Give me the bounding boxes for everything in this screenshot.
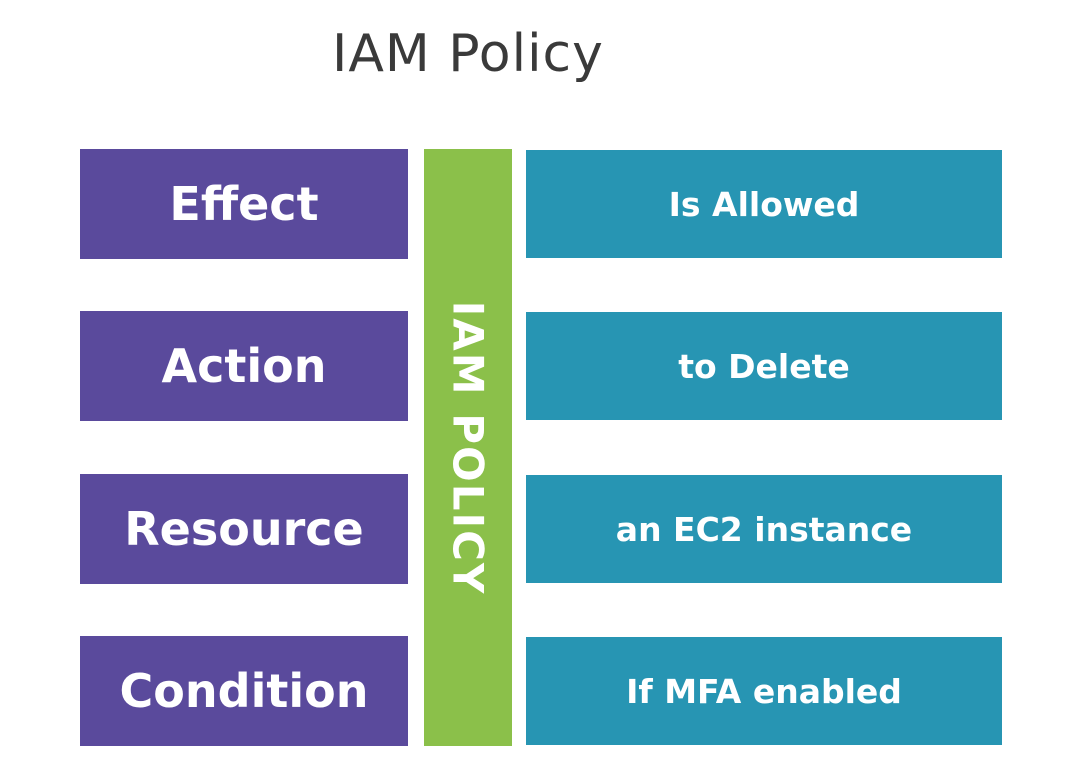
left-label-resource: Resource xyxy=(124,502,364,556)
right-value-effect: Is Allowed xyxy=(668,184,860,224)
right-value-condition: If MFA enabled xyxy=(626,671,902,711)
left-box-resource: Resource xyxy=(80,474,408,584)
right-box-effect-value: Is Allowed xyxy=(526,150,1002,258)
left-label-condition: Condition xyxy=(119,664,369,718)
diagram-title: IAM Policy xyxy=(332,24,604,84)
left-box-condition: Condition xyxy=(80,636,408,746)
right-box-resource-value: an EC2 instance xyxy=(526,475,1002,583)
left-box-effect: Effect xyxy=(80,149,408,259)
center-policy-label: IAM POLICY xyxy=(443,300,493,595)
right-value-action: to Delete xyxy=(678,346,850,386)
right-box-action-value: to Delete xyxy=(526,312,1002,420)
right-value-resource: an EC2 instance xyxy=(615,509,913,549)
left-label-effect: Effect xyxy=(169,177,319,231)
center-policy-bar: IAM POLICY xyxy=(424,149,512,746)
left-box-action: Action xyxy=(80,311,408,421)
left-label-action: Action xyxy=(161,339,327,393)
right-box-condition-value: If MFA enabled xyxy=(526,637,1002,745)
